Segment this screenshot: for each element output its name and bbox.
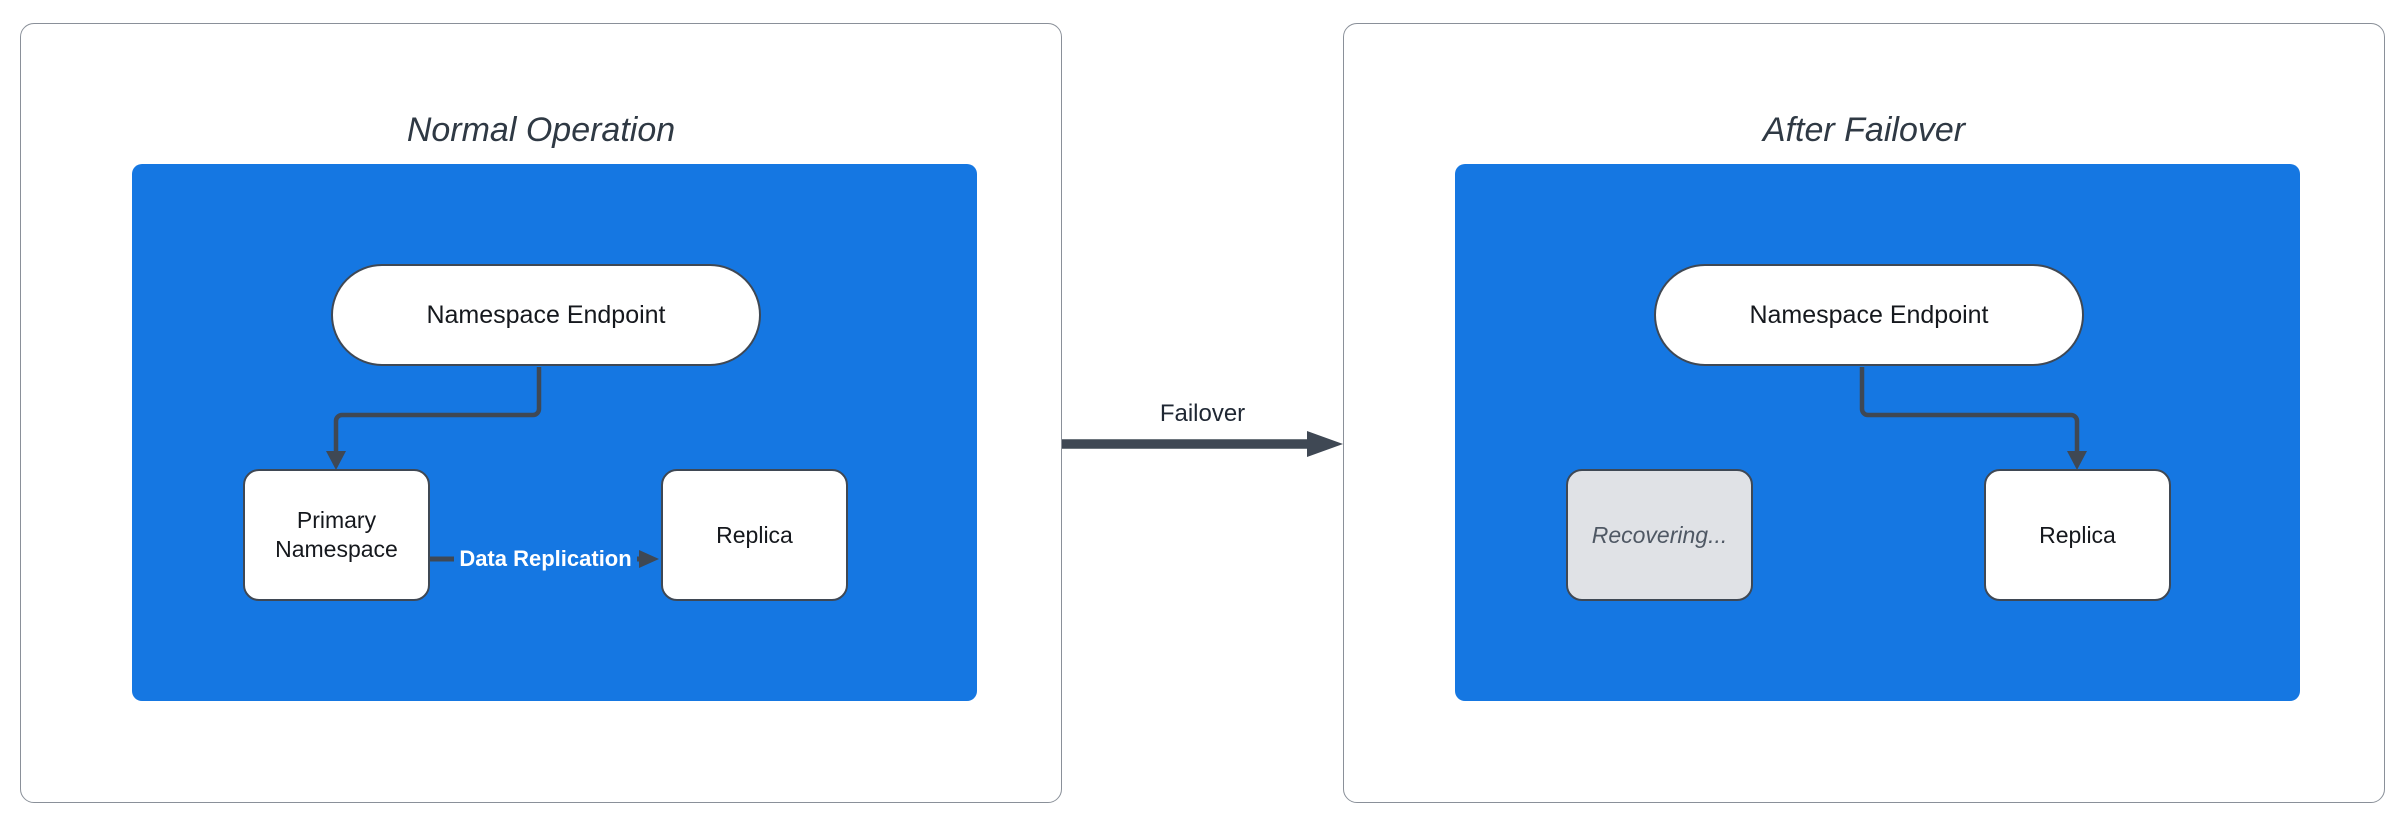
panel-normal-operation: Normal Operation Namespace Endpoint Prim… xyxy=(20,23,1062,803)
cluster-container xyxy=(1455,164,2300,701)
cluster-container xyxy=(132,164,977,701)
namespace-endpoint-node: Namespace Endpoint xyxy=(1654,264,2084,366)
replica-node: Replica xyxy=(661,469,848,601)
data-replication-label: Data Replication xyxy=(454,545,637,573)
failover-connector: Failover xyxy=(1062,395,1343,495)
data-replication-label-wrap: Data Replication xyxy=(430,542,661,576)
panel-title: Normal Operation xyxy=(406,111,676,149)
replica-node: Replica xyxy=(1984,469,2171,601)
recovering-node: Recovering... xyxy=(1566,469,1753,601)
failover-label: Failover xyxy=(1159,400,1246,427)
panel-title: After Failover xyxy=(1762,111,1966,149)
panel-after-failover: After Failover Namespace Endpoint Recove… xyxy=(1343,23,2385,803)
failover-arrow xyxy=(1062,431,1343,457)
namespace-endpoint-node: Namespace Endpoint xyxy=(331,264,761,366)
primary-namespace-node: Primary Namespace xyxy=(243,469,430,601)
